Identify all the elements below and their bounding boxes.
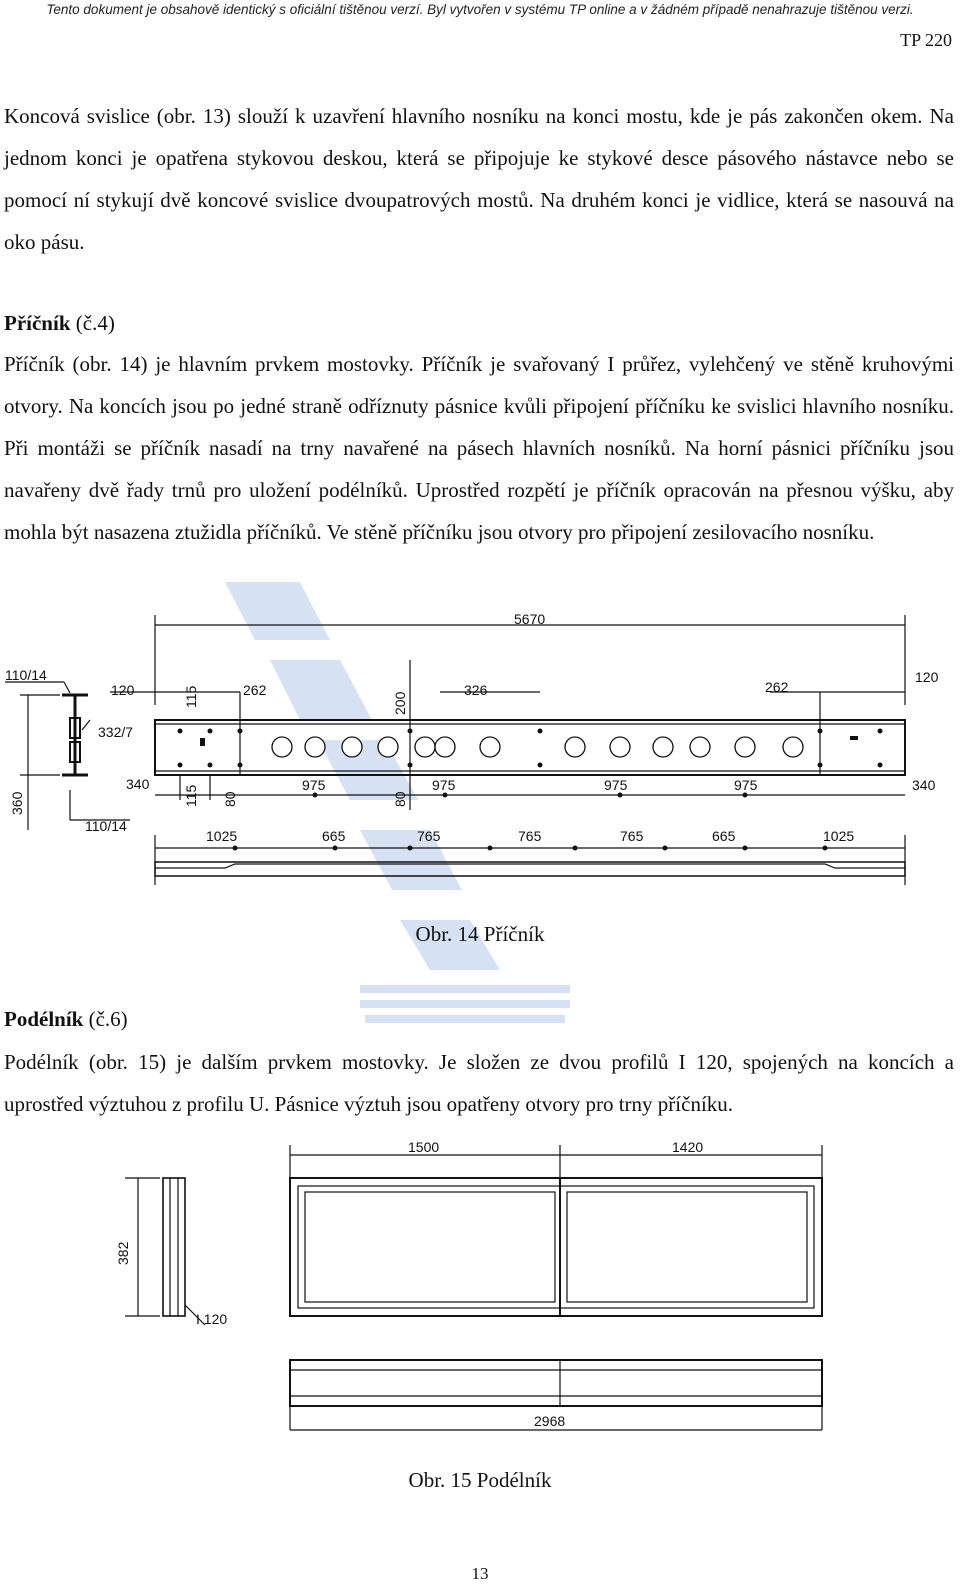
- dim-left-end: 120: [111, 682, 135, 698]
- dim-pitch-975: 975: [604, 777, 628, 793]
- paragraph-pricnik: Příčník (obr. 14) je hlavním prvkem most…: [4, 352, 954, 544]
- figure-15-caption: Obr. 15 Podélník: [408, 1468, 552, 1492]
- dim-v115-bottom: 115: [183, 784, 199, 807]
- document-disclaimer-banner: Tento dokument je obsahově identický s o…: [46, 2, 914, 17]
- dim-right-span: 1420: [672, 1139, 703, 1155]
- dim-section-bottom-flange: 110/14: [85, 818, 127, 834]
- paragraph-koncova-svislice: Koncová svislice (obr. 13) slouží k uzav…: [4, 104, 954, 254]
- dim-height-382: 382: [115, 1241, 131, 1265]
- dim-right-262: 262: [765, 679, 789, 695]
- heading-pricnik: Příčník (č.4): [4, 308, 115, 338]
- page-number: 13: [471, 1564, 489, 1583]
- dim-v80-b: 80: [392, 791, 408, 807]
- figure-podelnik-drawing: 1500 1420 382 I 120 2968: [115, 1139, 823, 1431]
- dim-v115-top: 115: [183, 685, 199, 708]
- paragraph-podelnik: Podélník (obr. 15) je dalším prvkem most…: [4, 1050, 954, 1116]
- dim-section-height: 360: [9, 791, 25, 815]
- dim-bottom-segment: 1025: [206, 828, 237, 844]
- dim-v200: 200: [392, 691, 408, 715]
- dim-bottom-segment: 765: [518, 828, 542, 844]
- dim-left-262: 262: [243, 682, 267, 698]
- heading-podelnik-bold: Podélník: [4, 1007, 84, 1031]
- heading-podelnik-ref: (č.6): [83, 1007, 128, 1031]
- dim-pitch-975: 975: [432, 777, 456, 793]
- dim-bottom-segment: 765: [417, 828, 441, 844]
- dim-bottom-segment: 665: [712, 828, 736, 844]
- figure-pricnik-drawing: 5670 110/14 332/7 110/14 360 120 120 115…: [5, 611, 939, 885]
- dim-profile-label: I 120: [196, 1311, 227, 1327]
- dim-pitch-975: 975: [734, 777, 758, 793]
- heading-pricnik-bold: Příčník: [4, 311, 71, 335]
- dim-left-span: 1500: [408, 1139, 439, 1155]
- document-number: TP 220: [900, 30, 952, 50]
- dim-overall-5670: 5670: [514, 611, 545, 627]
- dim-section-web: 332/7: [98, 724, 133, 740]
- dim-section-top-flange: 110/14: [5, 667, 47, 683]
- dim-bottom-segment: 765: [620, 828, 644, 844]
- dim-left-340: 340: [126, 776, 150, 792]
- dim-v80-a: 80: [222, 791, 238, 807]
- dim-bottom-segment: 665: [322, 828, 346, 844]
- figure-14-caption: Obr. 14 Příčník: [415, 922, 545, 946]
- dim-hole-pitch-326: 326: [464, 682, 488, 698]
- heading-pricnik-ref: (č.4): [70, 311, 115, 335]
- dim-right-340: 340: [912, 777, 936, 793]
- dim-right-end: 120: [915, 669, 939, 685]
- dim-bottom-segment: 1025: [823, 828, 854, 844]
- heading-podelnik: Podélník (č.6): [4, 1004, 128, 1034]
- dim-overall-2968: 2968: [534, 1413, 565, 1429]
- dim-pitch-975: 975: [302, 777, 326, 793]
